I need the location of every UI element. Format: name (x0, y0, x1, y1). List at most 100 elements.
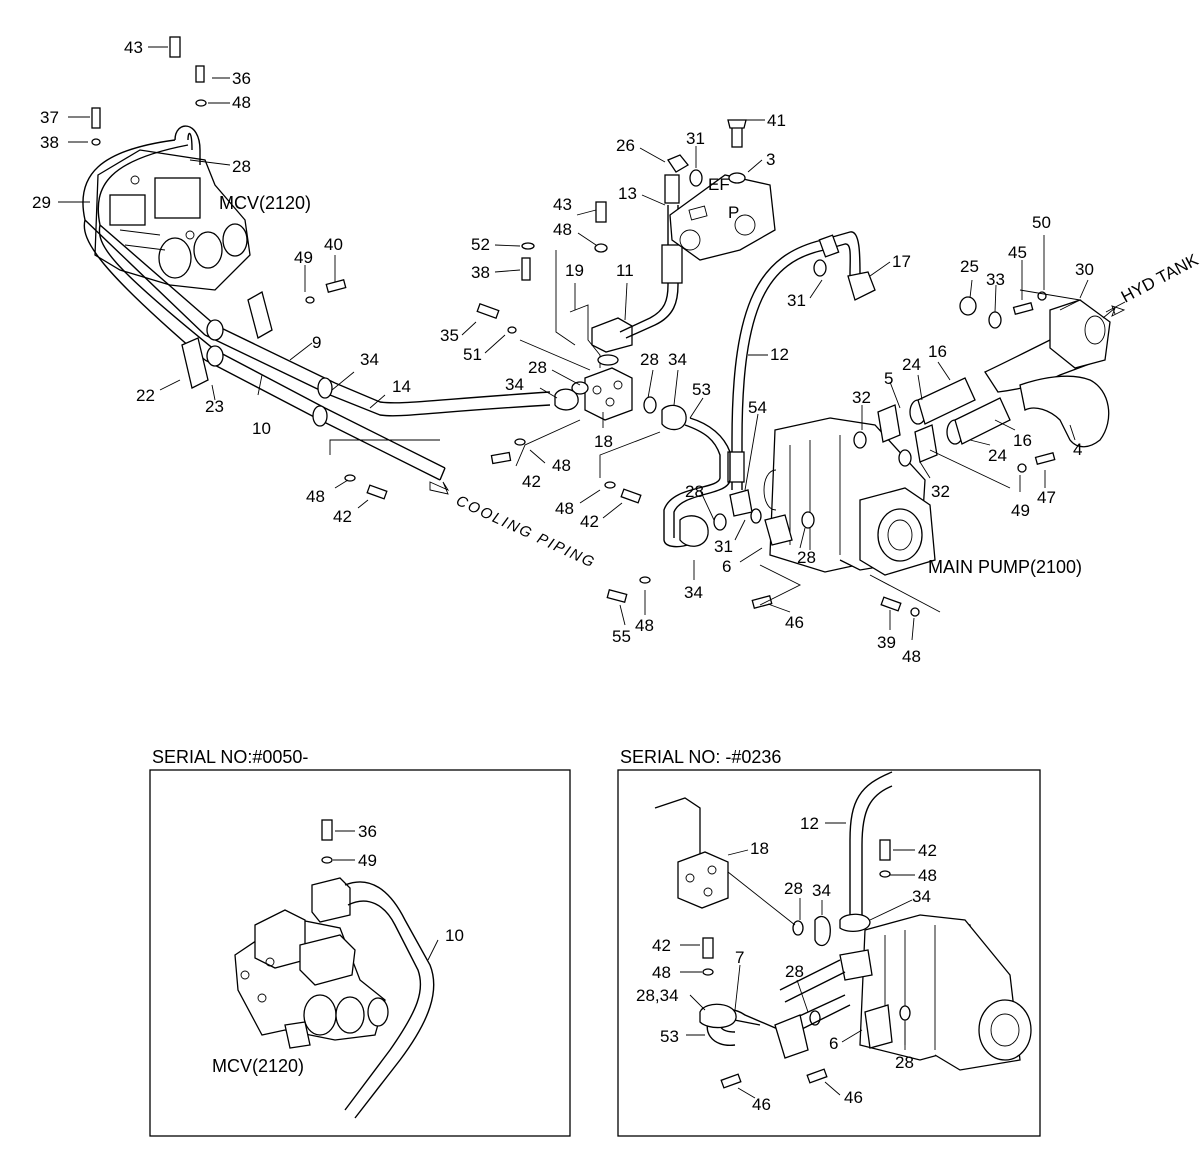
pipes-11-13 (619, 174, 683, 339)
callout-29: 29 (32, 193, 51, 212)
inset-right-callout-12: 12 (800, 814, 819, 833)
inset-serial-0236: SERIAL NO: -#0236 (617, 747, 1041, 1137)
callout-10: 10 (252, 419, 271, 438)
inset-right-callout-34-b: 34 (912, 887, 931, 906)
leader-lines (58, 46, 1089, 641)
inset-right-callout-28-b: 28 (785, 962, 804, 981)
ef-mark: EF (708, 175, 730, 194)
inset-right-callout-42-b: 42 (652, 936, 671, 955)
callout-16-b: 16 (1013, 431, 1032, 450)
callout-41: 41 (767, 111, 786, 130)
inset-right-callout-48-b: 48 (652, 963, 671, 982)
callout-37: 37 (40, 108, 59, 127)
inset-right-callout-34: 34 (812, 881, 831, 900)
callout-30: 30 (1075, 260, 1094, 279)
inset-right-callout-46-b: 46 (844, 1088, 863, 1107)
ef-valve-body: EF P (669, 119, 776, 261)
callout-18: 18 (594, 432, 613, 451)
suction-piping (877, 296, 1111, 463)
inset-right-callout-53: 53 (660, 1027, 679, 1046)
callout-48-d: 48 (552, 456, 571, 475)
callout-28-c: 28 (640, 350, 659, 369)
inset-right-callout-28: 28 (784, 879, 803, 898)
callout-48-e: 48 (555, 499, 574, 518)
callout-22: 22 (136, 386, 155, 405)
callout-43: 43 (124, 38, 143, 57)
inset-serial-0050: SERIAL NO:#0050- 36 49 10 MCV(2120) (149, 747, 571, 1137)
pipe-clamps (181, 291, 333, 427)
callout-35: 35 (440, 326, 459, 345)
main-diagram: EF P (32, 36, 1200, 666)
callout-34-d: 34 (684, 583, 703, 602)
fasteners (91, 36, 1056, 617)
callout-48-f: 48 (635, 616, 654, 635)
callout-13: 13 (618, 184, 637, 203)
callout-9: 9 (312, 333, 321, 352)
callout-49: 49 (294, 248, 313, 267)
callout-17: 17 (892, 252, 911, 271)
callout-5: 5 (884, 369, 893, 388)
callout-45: 45 (1008, 243, 1027, 262)
inset-left-callout-49: 49 (358, 851, 377, 870)
callout-42-c: 42 (580, 512, 599, 531)
callout-31-c: 31 (714, 537, 733, 556)
callout-38: 38 (40, 133, 59, 152)
callout-6: 6 (722, 557, 731, 576)
callout-46: 46 (785, 613, 804, 632)
callout-48-g: 48 (902, 647, 921, 666)
callout-36: 36 (232, 69, 251, 88)
callout-11: 11 (616, 261, 634, 280)
callout-34-c: 34 (505, 375, 524, 394)
cooling-piping-label: COOLING PIPING (453, 492, 598, 572)
mcv-valve-block (94, 149, 251, 291)
callout-48-c: 48 (553, 220, 572, 239)
callout-25: 25 (960, 257, 979, 276)
callout-28-b: 28 (528, 358, 547, 377)
inset-left-title: SERIAL NO:#0050- (152, 747, 308, 767)
callout-28: 28 (232, 157, 251, 176)
callout-48-b: 48 (306, 487, 325, 506)
callout-12: 12 (770, 345, 789, 364)
callout-31-b: 31 (787, 291, 806, 310)
inset-right-callout-28-34: 28,34 (636, 986, 679, 1005)
callout-28-d: 28 (685, 482, 704, 501)
callout-49-b: 49 (1011, 501, 1030, 520)
callout-34-b: 34 (668, 350, 687, 369)
callout-42-b: 42 (522, 472, 541, 491)
flow-arrows (429, 301, 1126, 495)
callout-47: 47 (1037, 488, 1056, 507)
callout-53: 53 (692, 380, 711, 399)
callout-16: 16 (928, 342, 947, 361)
callout-23: 23 (205, 397, 224, 416)
callout-52: 52 (471, 235, 490, 254)
inset-left-mcv-label: MCV(2120) (212, 1056, 304, 1076)
callout-14: 14 (392, 377, 411, 396)
callout-24: 24 (902, 355, 921, 374)
callout-34: 34 (360, 350, 379, 369)
callout-51: 51 (463, 345, 482, 364)
callout-39: 39 (877, 633, 896, 652)
callout-43-b: 43 (553, 195, 572, 214)
main-pump-label: MAIN PUMP(2100) (928, 557, 1082, 577)
pipe-53 (661, 404, 731, 548)
callout-38-b: 38 (471, 263, 490, 282)
main-pump (750, 417, 936, 576)
inset-right-callout-42: 42 (918, 841, 937, 860)
callout-19: 19 (565, 261, 584, 280)
inset-left-callout-36: 36 (358, 822, 377, 841)
callout-24-b: 24 (988, 446, 1007, 465)
inset-left-callout-10: 10 (445, 926, 464, 945)
inset-right-callout-7: 7 (735, 948, 744, 967)
callout-3: 3 (766, 150, 775, 169)
p-mark: P (728, 203, 739, 222)
inset-left-frame (149, 769, 571, 1137)
inset-right-callout-48: 48 (918, 866, 937, 885)
hose-12 (727, 231, 876, 517)
callout-28-e: 28 (797, 548, 816, 567)
callout-48: 48 (232, 93, 251, 112)
hyd-tank-label: HYD TANK (1118, 250, 1200, 307)
mcv-label: MCV(2120) (219, 193, 311, 213)
inset-right-callout-46: 46 (752, 1095, 771, 1114)
callout-32-b: 32 (931, 482, 950, 501)
